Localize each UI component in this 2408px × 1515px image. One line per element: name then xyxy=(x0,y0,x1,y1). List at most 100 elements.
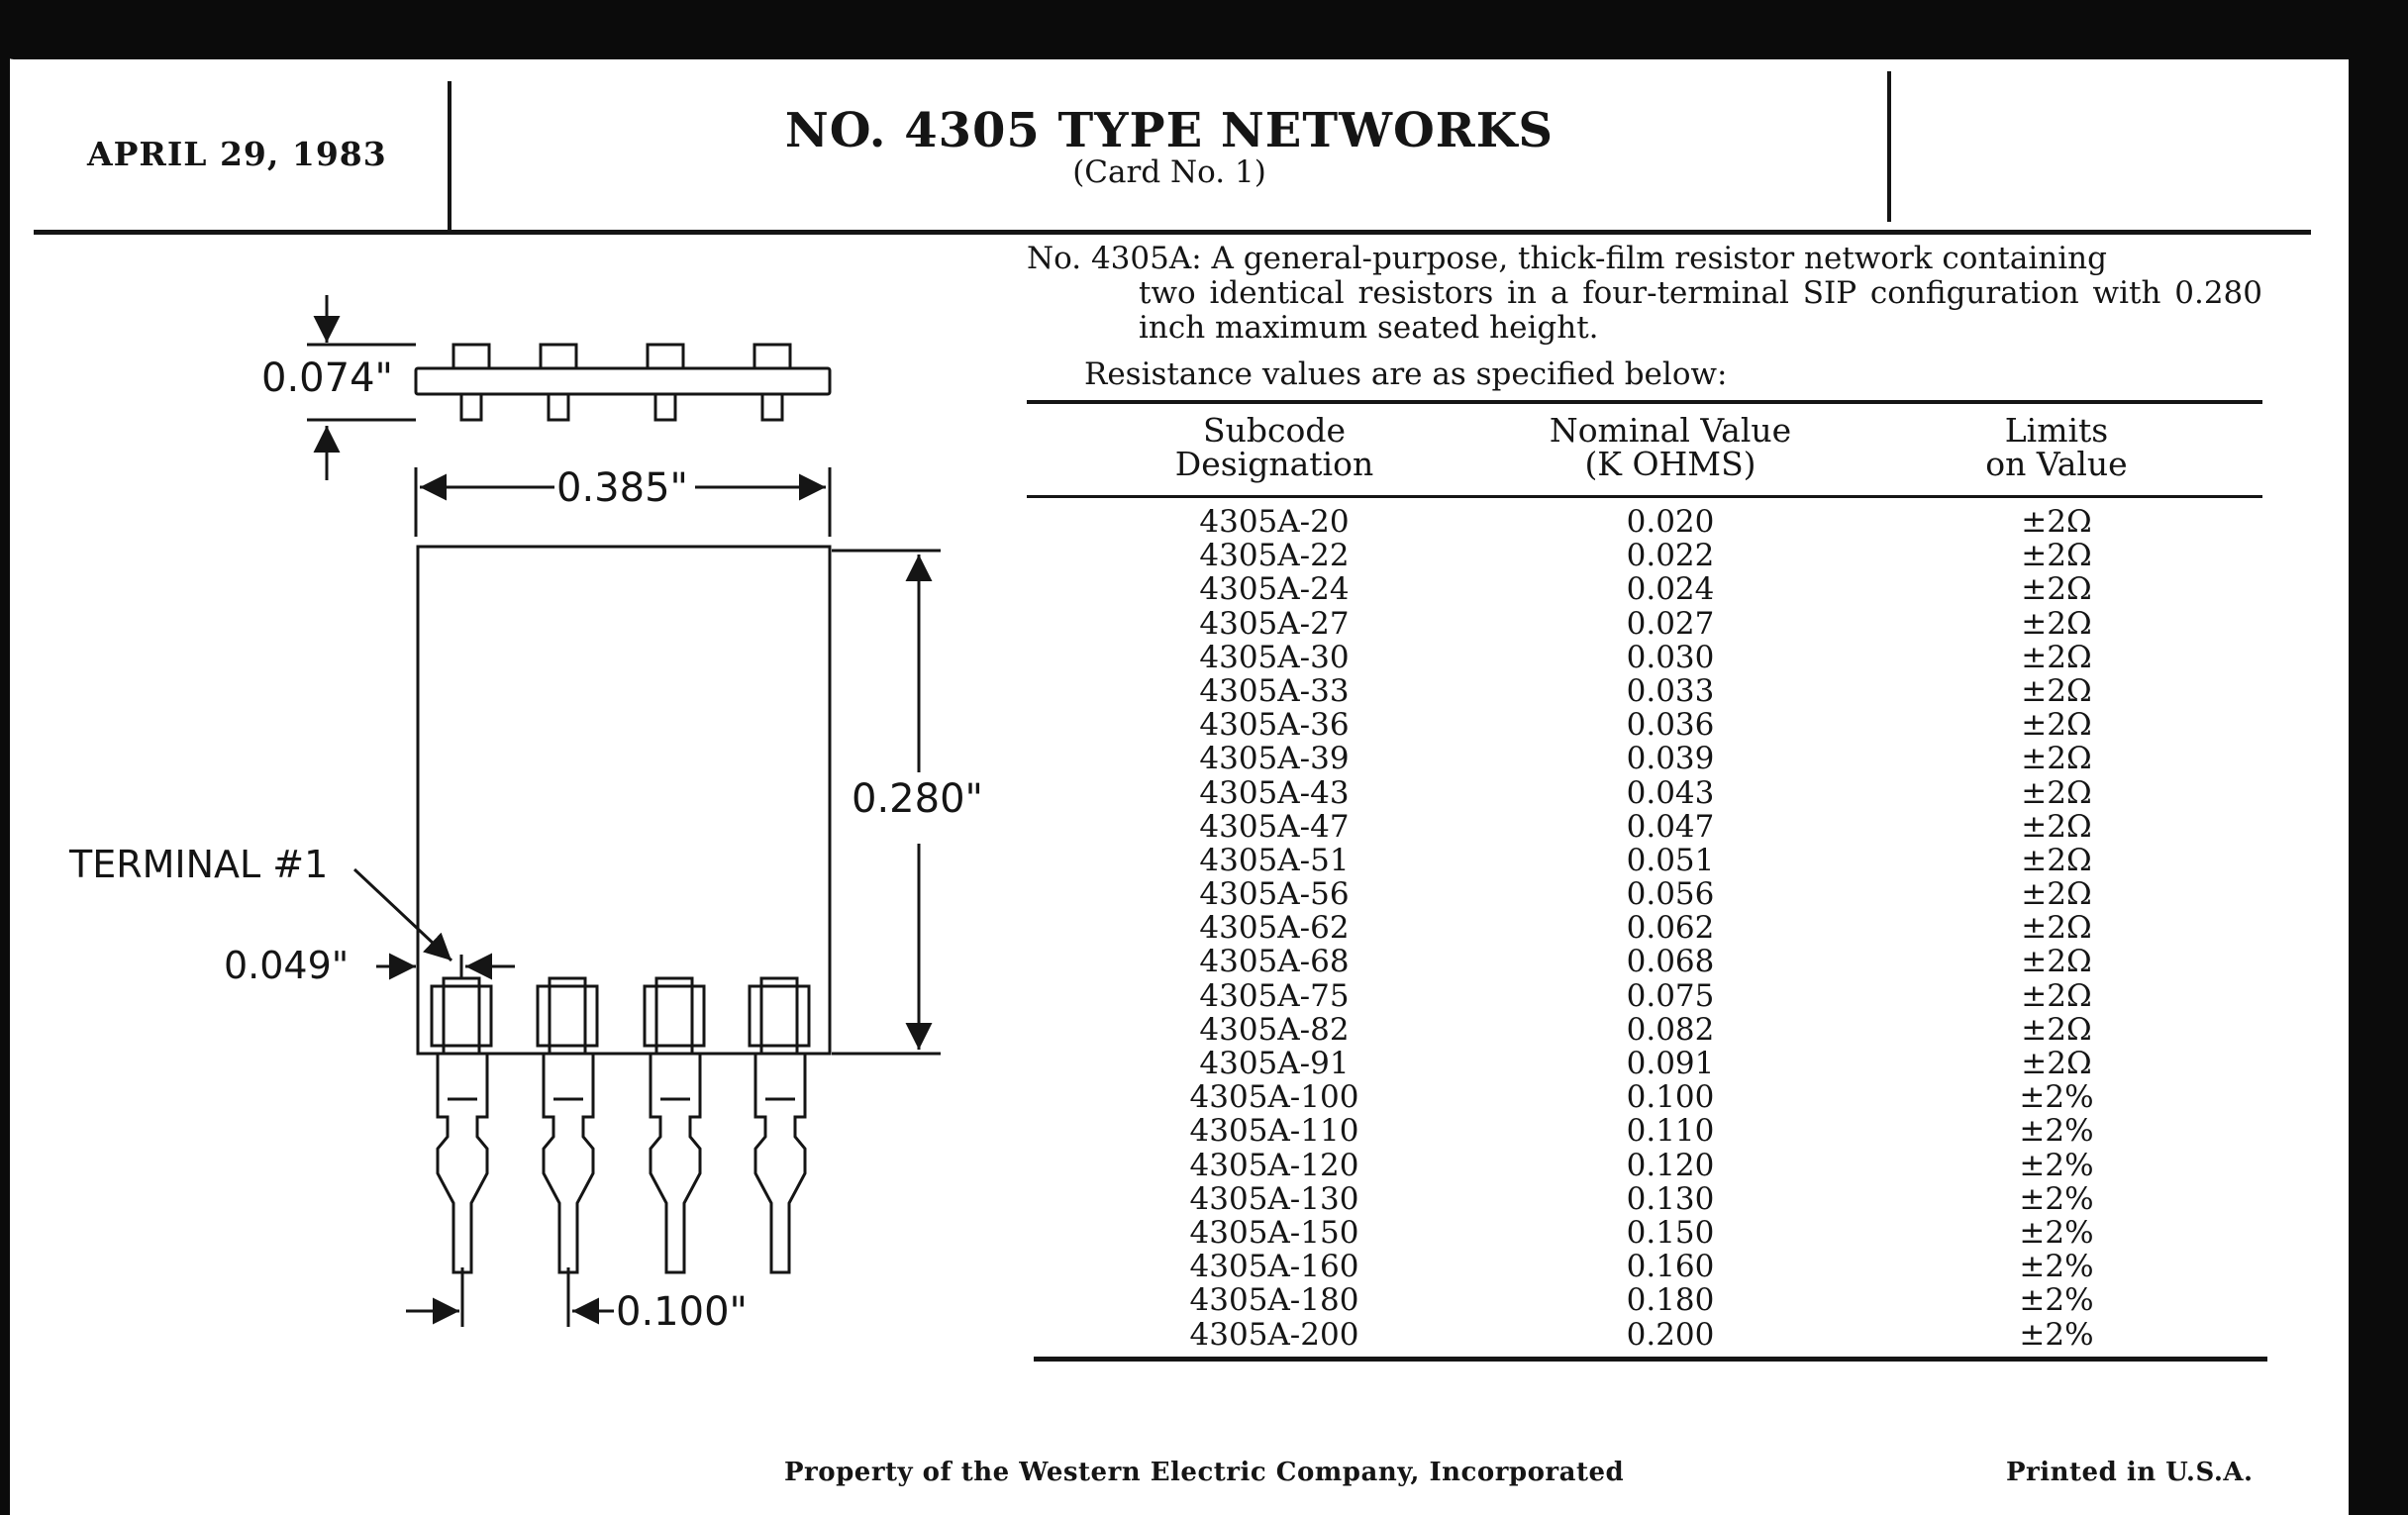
subcode-cell: 4305A-75 xyxy=(1199,977,1350,1014)
limit-cell: ±2Ω xyxy=(2021,538,2092,574)
nominal-value-cell: 0.075 xyxy=(1626,977,1715,1014)
table-row: 4305A-160 0.160 ±2% xyxy=(1027,1250,2262,1283)
table-bottom-rule xyxy=(1034,1357,2267,1362)
dim-pitch: 0.100" xyxy=(616,1289,748,1335)
card-date: APRIL 29, 1983 xyxy=(87,135,387,173)
subcode-cell: 4305A-130 xyxy=(1189,1180,1359,1217)
header-limits: Limits on Value xyxy=(1985,411,2128,483)
table-row: 4305A-100 0.100 ±2% xyxy=(1027,1080,2262,1114)
limit-cell: ±2% xyxy=(2019,1249,2094,1285)
subcode-cell: 4305A-30 xyxy=(1199,639,1350,675)
subcode-cell: 4305A-33 xyxy=(1199,672,1350,709)
limit-cell: ±2Ω xyxy=(2021,944,2092,980)
subcode-cell: 4305A-110 xyxy=(1189,1113,1359,1150)
dim-width: 0.385" xyxy=(556,465,688,511)
header-nominal-value: Nominal Value (K OHMS) xyxy=(1549,411,1792,483)
limit-cell: ±2Ω xyxy=(2021,504,2092,540)
limit-cell: ±2% xyxy=(2019,1113,2094,1150)
printed-notice: Printed in U.S.A. xyxy=(2006,1458,2254,1487)
table-row: 4305A-36 0.036 ±2Ω xyxy=(1027,708,2262,742)
limit-cell: ±2Ω xyxy=(2021,876,2092,913)
dim-height-top: 0.074" xyxy=(261,355,393,401)
nominal-value-cell: 0.022 xyxy=(1626,538,1715,574)
limit-cell: ±2Ω xyxy=(2021,910,2092,947)
description: No. 4305A: A general-purpose, thick-film… xyxy=(1027,242,2262,346)
description-lead: No. 4305A: A general-purpose, thick-film… xyxy=(1027,241,2107,276)
table-row: 4305A-33 0.033 ±2Ω xyxy=(1027,674,2262,708)
table-row: 4305A-68 0.068 ±2Ω xyxy=(1027,945,2262,978)
subcode-cell: 4305A-24 xyxy=(1199,571,1350,608)
limit-cell: ±2Ω xyxy=(2021,672,2092,709)
subcode-cell: 4305A-160 xyxy=(1189,1249,1359,1285)
table-row: 4305A-75 0.075 ±2Ω xyxy=(1027,979,2262,1013)
limit-cell: ±2Ω xyxy=(2021,707,2092,744)
subcode-cell: 4305A-180 xyxy=(1189,1282,1359,1319)
nominal-value-cell: 0.160 xyxy=(1626,1249,1715,1285)
limit-cell: ±2Ω xyxy=(2021,977,2092,1014)
subcode-cell: 4305A-100 xyxy=(1189,1079,1359,1116)
sip-package-drawing: 0.074" 0.385" 0.280" TERMINAL #1 0.049" … xyxy=(68,295,983,1335)
subcode-cell: 4305A-22 xyxy=(1199,538,1350,574)
nominal-value-cell: 0.180 xyxy=(1626,1282,1715,1319)
nominal-value-cell: 0.020 xyxy=(1626,504,1715,540)
limit-cell: ±2% xyxy=(2019,1079,2094,1116)
limit-cell: ±2Ω xyxy=(2021,571,2092,608)
limit-cell: ±2% xyxy=(2019,1180,2094,1217)
nominal-value-cell: 0.036 xyxy=(1626,707,1715,744)
front-view-terminals xyxy=(430,976,811,1056)
limit-cell: ±2Ω xyxy=(2021,808,2092,845)
top-view xyxy=(414,343,832,422)
dim-body-height: 0.280" xyxy=(852,776,983,822)
description-continuation: two identical resistors in a four-termin… xyxy=(1139,275,2262,346)
subcode-cell: 4305A-36 xyxy=(1199,707,1350,744)
nominal-value-cell: 0.120 xyxy=(1626,1147,1715,1183)
nominal-value-cell: 0.068 xyxy=(1626,944,1715,980)
limit-cell: ±2% xyxy=(2019,1147,2094,1183)
limit-cell: ±2Ω xyxy=(2021,774,2092,811)
limit-cell: ±2Ω xyxy=(2021,605,2092,642)
table-row: 4305A-180 0.180 ±2% xyxy=(1027,1283,2262,1317)
subcode-cell: 4305A-56 xyxy=(1199,876,1350,913)
nominal-value-cell: 0.062 xyxy=(1626,910,1715,947)
nominal-value-cell: 0.033 xyxy=(1626,672,1715,709)
nominal-value-cell: 0.027 xyxy=(1626,605,1715,642)
property-notice: Property of the Western Electric Company… xyxy=(784,1458,1625,1487)
limit-cell: ±2Ω xyxy=(2021,1046,2092,1081)
scan-border-top xyxy=(0,0,2408,46)
table-row: 4305A-22 0.022 ±2Ω xyxy=(1027,539,2262,572)
dim-terminal-offset: 0.049" xyxy=(224,944,349,987)
subcode-cell: 4305A-43 xyxy=(1199,774,1350,811)
table-top-rule xyxy=(1027,400,2262,404)
terminal-label: TERMINAL #1 xyxy=(68,843,328,886)
nominal-value-cell: 0.091 xyxy=(1626,1046,1715,1081)
limit-cell: ±2Ω xyxy=(2021,741,2092,777)
scan-border-left xyxy=(0,0,10,1515)
limit-cell: ±2Ω xyxy=(2021,842,2092,878)
nominal-value-cell: 0.100 xyxy=(1626,1079,1715,1116)
limit-cell: ±2% xyxy=(2019,1282,2094,1319)
header-divider-right xyxy=(1887,71,1891,222)
nominal-value-cell: 0.130 xyxy=(1626,1180,1715,1217)
header-subcode: Subcode Designation xyxy=(1174,411,1374,483)
subcode-cell: 4305A-47 xyxy=(1199,808,1350,845)
limit-cell: ±2% xyxy=(2019,1214,2094,1251)
header-rule xyxy=(34,230,2311,235)
subcode-cell: 4305A-68 xyxy=(1199,944,1350,980)
subcode-cell: 4305A-150 xyxy=(1189,1214,1359,1251)
nominal-value-cell: 0.200 xyxy=(1626,1316,1715,1353)
limit-cell: ±2% xyxy=(2019,1316,2094,1353)
